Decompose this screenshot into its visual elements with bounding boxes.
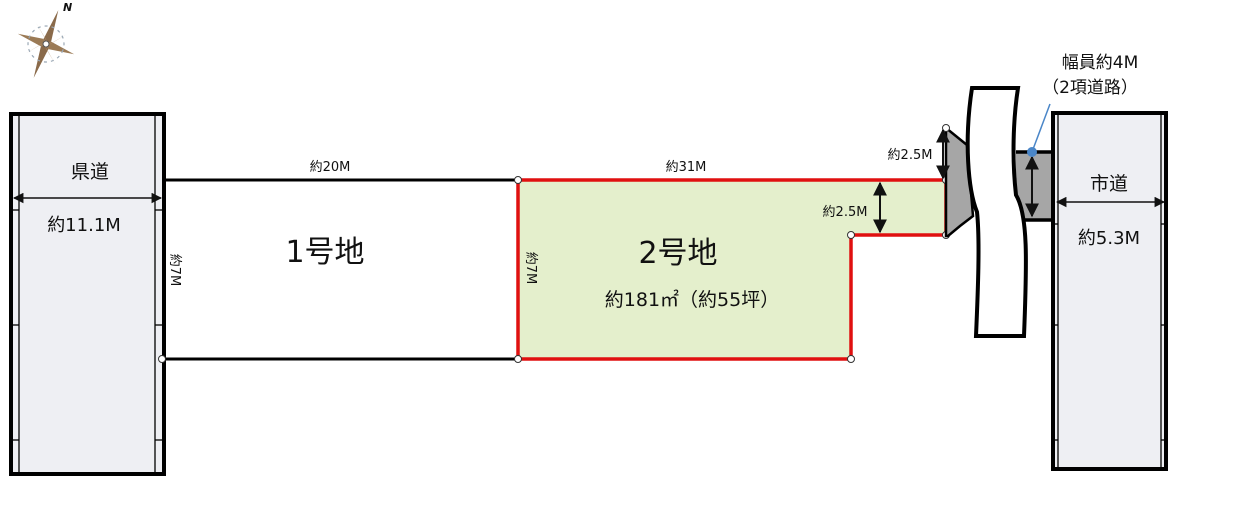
access-road: 幅員約4M （2項道路） [965,53,1138,338]
north-label: N [63,1,72,14]
left-road-name: 県道 [71,161,109,183]
lot2-area: 約181㎡（約55坪） [605,288,779,311]
right-road-width: 約5.3M [1078,228,1140,249]
access-road-type: （2項道路） [1042,78,1138,98]
lot-1: 約20M 約7M 1号地 [158,160,518,363]
left-road-width: 約11.1M [47,215,121,236]
lot1-top-length: 約20M [310,160,351,175]
lot2-notch-depth: 約2.5M [823,205,868,220]
lot2-top-length: 約31M [666,160,707,175]
lot1-depth: 約7M [167,254,182,287]
left-road: 県道 約11.1M [9,112,166,476]
leader-dot [1027,147,1037,157]
access-road-width: 幅員約4M [1062,53,1138,73]
lot-2: 約31M 約7M 2号地 約181㎡（約55坪） 約2.5M [514,160,950,363]
right-road-name: 市道 [1090,173,1128,195]
lot2-frontage: 約2.5M [888,148,933,163]
compass-icon: N [17,1,75,78]
right-road: 市道 約5.3M [1051,111,1168,471]
lot2-name: 2号地 [638,236,717,271]
lot1-name: 1号地 [285,235,364,270]
lot2-depth: 約7M [523,252,538,285]
